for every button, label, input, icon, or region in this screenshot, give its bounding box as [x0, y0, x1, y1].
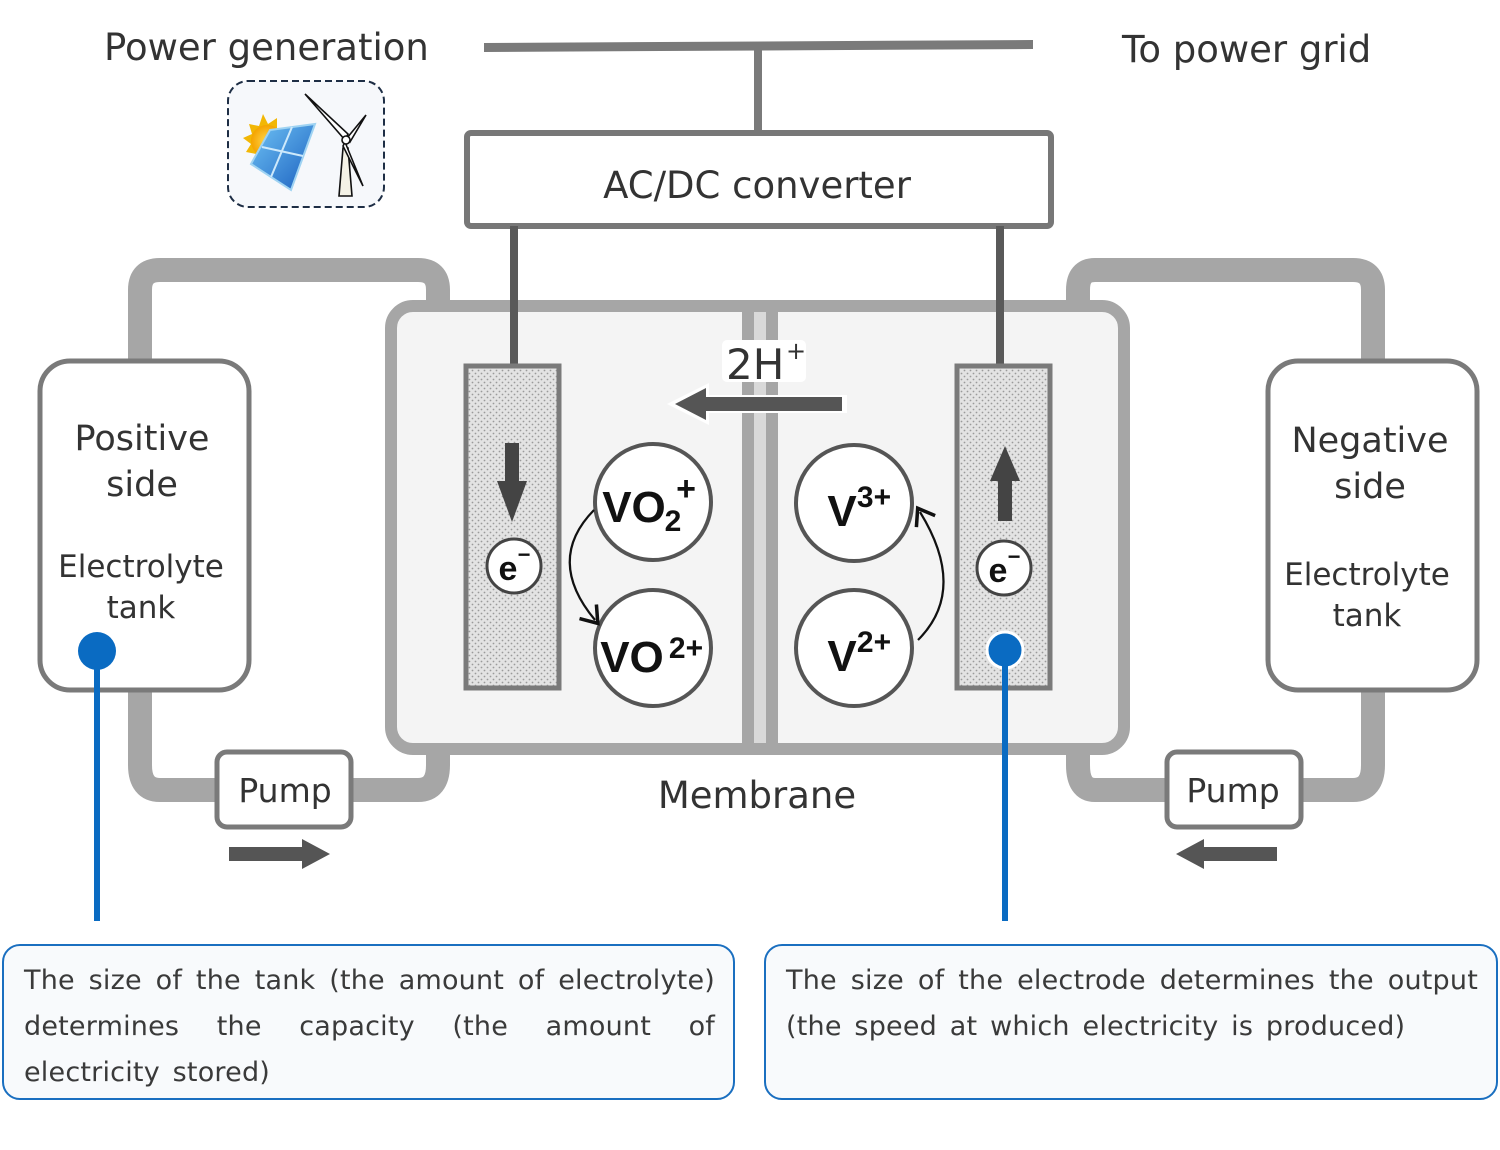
membrane [742, 312, 778, 743]
reaction-arrow-negative [914, 505, 945, 641]
flow-left-arrow-icon [1176, 839, 1277, 869]
cell-stack [385, 300, 1130, 755]
negative-wire [996, 226, 1004, 366]
callout-electrode-text: The size of the electrode determines the… [786, 965, 1478, 1042]
positive-wire [510, 226, 518, 366]
svg-text:2+: 2+ [857, 626, 891, 659]
flow-right-arrow-icon [229, 839, 330, 869]
to-power-grid-label: To power grid [1121, 28, 1371, 71]
ion-vo2-plus: VO 2 + [593, 442, 713, 562]
svg-text:e: e [499, 550, 518, 588]
negative-electrolyte-tank: Negative side Electrolyte tank [1265, 358, 1480, 693]
grid-bus-line [484, 40, 1033, 134]
svg-text:3+: 3+ [857, 481, 891, 514]
proton-transfer: 2H + [667, 337, 847, 425]
svg-text:V: V [827, 487, 857, 536]
electron-up-arrow-icon [990, 446, 1020, 521]
svg-text:−: − [1008, 544, 1021, 569]
svg-text:side: side [106, 465, 178, 505]
svg-text:VO: VO [600, 633, 664, 682]
svg-text:Electrolyte: Electrolyte [58, 549, 224, 585]
ion-v-3plus: V 3+ [794, 443, 914, 563]
svg-text:−: − [518, 542, 531, 567]
svg-text:Electrolyte: Electrolyte [1284, 557, 1450, 593]
proton-label: 2H [726, 340, 784, 389]
renewable-sources-icon-box [227, 80, 385, 208]
positive-electrolyte-tank: Positive side Electrolyte tank [37, 358, 252, 693]
svg-text:side: side [1334, 467, 1406, 507]
ac-dc-converter: AC/DC converter [464, 130, 1054, 229]
svg-text:Pump: Pump [238, 771, 331, 810]
membrane-label: Membrane [658, 774, 856, 817]
callout-leader-tank [94, 655, 100, 921]
svg-text:e: e [989, 552, 1008, 590]
negative-electrode: e − [954, 363, 1053, 691]
electron-down-arrow-icon [497, 443, 527, 522]
svg-text:Positive: Positive [75, 419, 210, 459]
svg-text:Pump: Pump [1186, 771, 1279, 810]
proton-charge: + [786, 337, 806, 365]
callout-tank-text: The size of the tank (the amount of elec… [24, 965, 715, 1088]
svg-text:Negative: Negative [1291, 421, 1448, 461]
svg-text:tank: tank [1333, 598, 1402, 634]
positive-pump: Pump [214, 749, 354, 830]
callout-anchor-dot-tank [78, 632, 116, 670]
svg-text:2: 2 [665, 505, 682, 538]
wind-turbine-icon [304, 93, 367, 197]
positive-electrode: e − [463, 363, 562, 691]
power-generation-label: Power generation [104, 26, 429, 69]
svg-text:+: + [676, 470, 696, 508]
solar-panel-icon [249, 122, 317, 192]
svg-text:tank: tank [107, 590, 176, 626]
ion-vo-2plus: VO 2+ [593, 588, 713, 708]
callout-leader-electrode [1002, 655, 1008, 921]
proton-left-arrow-icon [667, 383, 847, 425]
electron-badge-positive: e − [485, 537, 543, 595]
callout-electrode-output: The size of the electrode determines the… [764, 944, 1498, 1100]
svg-text:V: V [827, 632, 857, 681]
converter-label: AC/DC converter [603, 164, 912, 207]
callout-tank-capacity: The size of the tank (the amount of elec… [2, 944, 735, 1100]
svg-text:VO: VO [602, 483, 666, 532]
negative-pump: Pump [1164, 749, 1304, 830]
ion-v-2plus: V 2+ [794, 588, 914, 708]
svg-text:2+: 2+ [669, 632, 703, 665]
reaction-arrow-positive [568, 509, 600, 626]
electron-badge-negative: e − [975, 539, 1033, 597]
